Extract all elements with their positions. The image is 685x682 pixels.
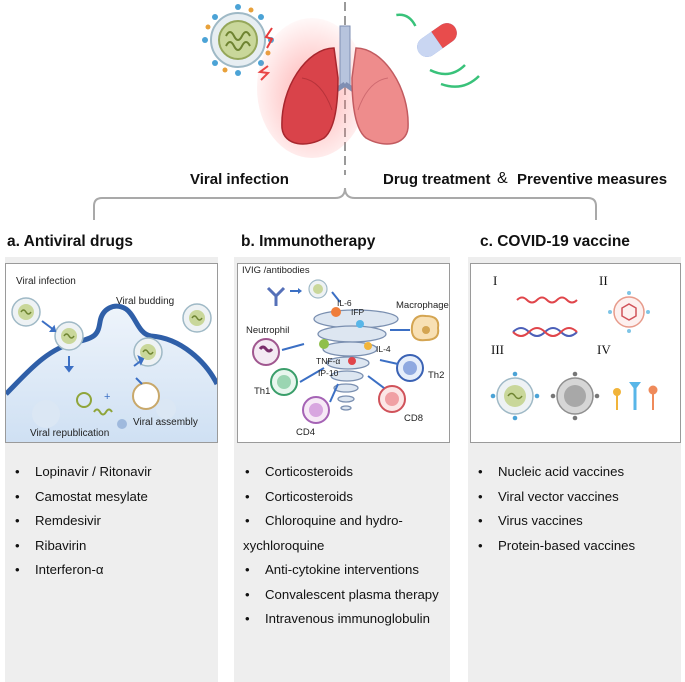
ampersand-label: & xyxy=(497,170,508,187)
list-item: Corticosteroids xyxy=(243,485,439,510)
list-item: Protein-based vaccines xyxy=(476,534,635,559)
cd4-cell-icon xyxy=(302,396,330,424)
label-th2: Th2 xyxy=(428,370,445,381)
label-cd4: CD4 xyxy=(296,427,316,438)
th1-cell-icon xyxy=(270,368,298,396)
immunotherapy-list: Corticosteroids Corticosteroids Chloroqu… xyxy=(243,460,439,632)
label-il6: IL-6 xyxy=(337,298,352,308)
list-item: Chloroquine and hydro- xyxy=(243,509,439,534)
label-roman-i: I xyxy=(493,273,498,288)
section-title-antiviral: a. Antiviral drugs xyxy=(7,233,134,250)
virus-icon xyxy=(182,303,212,333)
list-item: Anti-cytokine interventions xyxy=(243,558,439,583)
neutrophil-icon xyxy=(252,338,280,366)
list-item-continuation: xychloroquine xyxy=(243,537,325,553)
label-neutrophil: Neutrophil xyxy=(246,325,290,336)
list-item: Ribavirin xyxy=(13,534,152,559)
label-viral-budding: Viral budding xyxy=(116,296,175,307)
pill-icon xyxy=(396,13,480,88)
virus-icon xyxy=(308,279,328,299)
immunotherapy-diagram: IVIG /antibodies IL-6 IFP Macrophage Neu… xyxy=(237,263,450,443)
virus-vaccine-icon xyxy=(490,371,540,421)
list-item: Nucleic acid vaccines xyxy=(476,460,635,485)
cd8-cell-icon xyxy=(378,385,406,413)
list-item: Camostat mesylate xyxy=(13,485,152,510)
antiviral-diagram: + Viral infection Viral budding Viral re… xyxy=(5,263,218,443)
list-item: Corticosteroids xyxy=(243,460,439,485)
label-roman-iii: III xyxy=(491,342,504,357)
vaccine-list: Nucleic acid vaccines Viral vector vacci… xyxy=(476,460,635,558)
virus-icon xyxy=(202,4,274,76)
label-tnf: TNF-α xyxy=(316,356,341,366)
antibody-icon xyxy=(266,286,286,306)
section-title-vaccine: c. COVID-19 vaccine xyxy=(480,233,630,250)
capsid-icon xyxy=(132,382,160,410)
protein-spike-icon xyxy=(613,382,658,410)
list-item: Virus vaccines xyxy=(476,509,635,534)
list-item: Lopinavir / Ritonavir xyxy=(13,460,152,485)
virus-icon xyxy=(54,321,84,351)
brace-connector xyxy=(93,187,597,220)
viral-vector-icon xyxy=(608,291,650,333)
lungs-icon xyxy=(257,18,409,158)
vaccine-diagram: I II III IV xyxy=(470,263,681,443)
vaccine-types-illustration xyxy=(490,291,658,421)
label-roman-iv: IV xyxy=(597,342,611,357)
list-item: Viral vector vaccines xyxy=(476,485,635,510)
list-item: Remdesivir xyxy=(13,509,152,534)
antiviral-drug-list: Lopinavir / Ritonavir Camostat mesylate … xyxy=(13,460,152,583)
list-item: Convalescent plasma therapy xyxy=(243,583,439,608)
drug-treatment-label: Drug treatment xyxy=(383,171,491,188)
label-cd8: CD8 xyxy=(404,413,424,424)
label-viral-infection: Viral infection xyxy=(16,276,76,287)
rna-strand-icon xyxy=(516,296,578,304)
label-ifp: IFP xyxy=(351,307,365,317)
cytokine-storm-illustration xyxy=(252,279,440,424)
dna-helix-icon xyxy=(512,327,578,337)
inactivated-virus-icon xyxy=(550,371,600,421)
label-viral-assembly: Viral assembly xyxy=(133,417,198,428)
rna-icon xyxy=(93,408,113,416)
list-item: Intravenous immunoglobulin xyxy=(243,607,439,632)
th2-cell-icon xyxy=(396,354,424,382)
cell-membrane-illustration: + xyxy=(6,297,217,442)
svg-text:+: + xyxy=(104,391,110,403)
label-ivig: IVIG /antibodies xyxy=(242,265,310,276)
label-viral-republication: Viral republication xyxy=(30,428,110,439)
label-roman-ii: II xyxy=(599,273,608,288)
label-th1: Th1 xyxy=(254,386,271,397)
viral-infection-label: Viral infection xyxy=(190,171,289,188)
section-title-immunotherapy: b. Immunotherapy xyxy=(241,233,376,250)
preventive-measures-label: Preventive measures xyxy=(517,171,668,188)
label-ip10: IP-10 xyxy=(318,368,339,378)
macrophage-icon xyxy=(410,314,440,342)
label-macrophage: Macrophage xyxy=(396,300,449,311)
virus-icon xyxy=(11,297,41,327)
label-il4: IL-4 xyxy=(376,344,391,354)
list-item: Interferon-α xyxy=(13,558,152,583)
